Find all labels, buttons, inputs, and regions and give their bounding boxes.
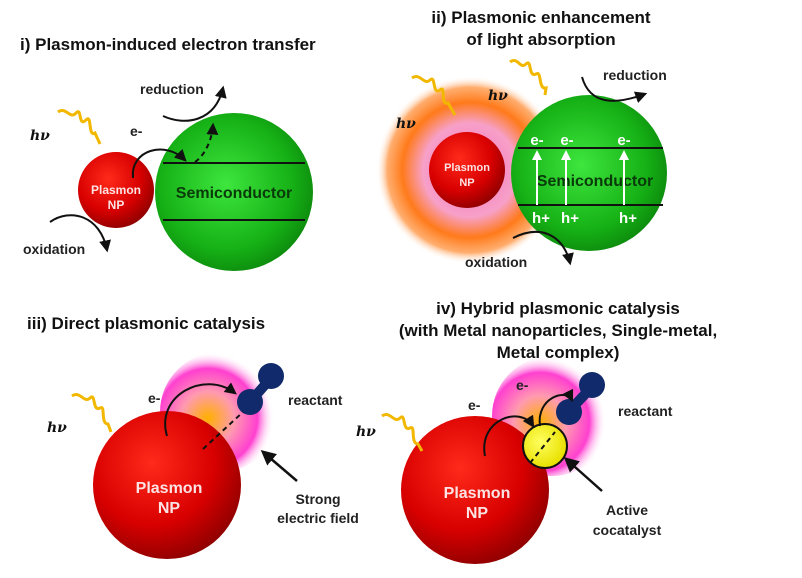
oxidation-arrow	[49, 214, 111, 253]
reactant-label: reactant	[288, 392, 343, 408]
np-label-2: NP	[158, 500, 181, 517]
cocatalyst-pointer-arrow	[563, 457, 603, 492]
reduction-arrow	[581, 76, 648, 103]
oxidation-label: oxidation	[23, 241, 85, 257]
hole-label: h+	[561, 210, 579, 227]
np-label-2: NP	[459, 177, 474, 189]
electron-transfer-arrow	[483, 414, 535, 457]
panel-2-absorption-enhancement: ii) Plasmonic enhancement of light absor…	[376, 8, 667, 270]
photon-label: hν	[396, 116, 416, 132]
panel-2-title-line-2: of light absorption	[466, 30, 615, 49]
panel-3-direct-catalysis: iii) Direct plasmonic catalysis Plasmon …	[27, 314, 359, 559]
light-wave-icon	[57, 109, 102, 145]
np-label-1: Plasmon	[444, 485, 511, 502]
light-wave-icon	[381, 413, 424, 452]
oxidation-arrow	[512, 230, 574, 266]
panel-4-title-line-2: (with Metal nanoparticles, Single-metal,	[399, 321, 717, 340]
plasmon-np	[401, 416, 549, 564]
electron-label: e-	[130, 123, 143, 139]
electron-label: e-	[617, 132, 630, 149]
hole-label: h+	[532, 210, 550, 227]
field-label-2: electric field	[277, 510, 359, 526]
np-label-1: Plasmon	[91, 183, 141, 197]
interaction-dashed-line	[529, 431, 556, 464]
electron-transfer-arrow	[538, 388, 574, 427]
plasmon-np	[429, 132, 505, 208]
light-wave-icon	[411, 75, 457, 116]
reduction-label: reduction	[140, 81, 204, 97]
reactant-label: reactant	[618, 403, 673, 419]
np-label-1: Plasmon	[444, 162, 490, 174]
panel-2-title-line-1: ii) Plasmonic enhancement	[431, 8, 651, 27]
electron-transfer-arrow	[164, 382, 237, 437]
np-label-2: NP	[108, 198, 125, 212]
panel-4-title-line-3: Metal complex)	[497, 343, 620, 362]
light-wave-icon	[509, 59, 548, 96]
np-label-1: Plasmon	[136, 480, 203, 497]
electron-label: e-	[516, 377, 529, 393]
panel-4-title-line-1: iv) Hybrid plasmonic catalysis	[436, 299, 680, 318]
reduction-label: reduction	[603, 67, 667, 83]
electron-hole-pairs: e- e- e- h+ h+ h+	[530, 132, 637, 227]
electron-label: e-	[468, 397, 481, 413]
photon-label: hν	[47, 420, 67, 436]
electron-label: e-	[530, 132, 543, 149]
hole-label: h+	[619, 210, 637, 227]
reduction-arrow	[162, 85, 227, 122]
semiconductor-label: Semiconductor	[537, 173, 653, 190]
oxidation-label: oxidation	[465, 254, 527, 270]
semiconductor-label: Semiconductor	[176, 185, 292, 202]
electron-dashed-arrow	[194, 122, 219, 163]
panel-1-title: i) Plasmon-induced electron transfer	[20, 35, 316, 54]
electron-label: e-	[560, 132, 573, 149]
cocatalyst-particle	[522, 423, 568, 469]
panel-1-electron-transfer: i) Plasmon-induced electron transfer hν …	[20, 35, 316, 271]
photon-label: hν	[356, 424, 376, 440]
panel-3-title: iii) Direct plasmonic catalysis	[27, 314, 265, 333]
interaction-dashed-line	[202, 411, 244, 450]
semiconductor-particle	[155, 113, 313, 271]
photon-label: hν	[30, 128, 50, 144]
electron-label: e-	[148, 390, 161, 406]
np-label-2: NP	[466, 505, 489, 522]
reactant-molecule	[556, 372, 605, 425]
electron-transfer-arrow	[131, 148, 187, 179]
light-wave-icon	[71, 393, 113, 433]
photon-label: hν	[488, 88, 508, 104]
semiconductor-particle	[511, 95, 667, 251]
field-label-1: Strong	[295, 491, 340, 507]
reactant-molecule	[237, 363, 284, 415]
cocatalyst-label-2: cocatalyst	[593, 522, 662, 538]
cocatalyst-label-1: Active	[606, 502, 648, 518]
plasmon-np	[78, 152, 154, 228]
panel-4-hybrid-catalysis: iv) Hybrid plasmonic catalysis (with Met…	[356, 299, 717, 564]
field-pointer-arrow	[260, 450, 298, 482]
